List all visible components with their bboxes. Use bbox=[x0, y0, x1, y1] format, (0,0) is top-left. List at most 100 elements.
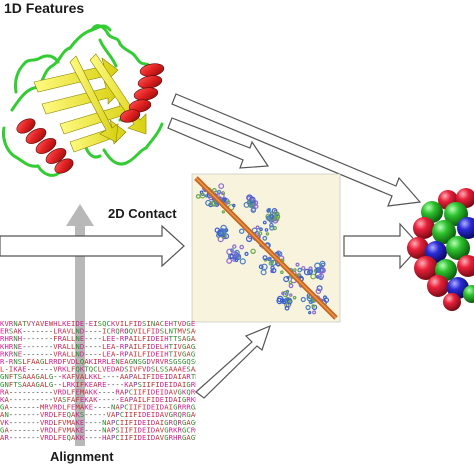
contact-dot bbox=[308, 311, 312, 315]
contact-dot bbox=[217, 189, 222, 194]
contact-dot bbox=[218, 183, 225, 190]
contact-dot bbox=[284, 305, 290, 311]
contact-dot bbox=[283, 276, 290, 283]
alignment-row: KVRNATVYAVEWHLKEIDE-EISQCKVILFIDSINACEHT… bbox=[0, 319, 204, 328]
contact-dot bbox=[303, 268, 311, 276]
contact-dot bbox=[195, 193, 201, 199]
contact-dot bbox=[272, 225, 277, 231]
contact-dot bbox=[284, 297, 289, 302]
contact-dot bbox=[286, 298, 293, 305]
contact-dot bbox=[265, 232, 270, 236]
contact-map-icon bbox=[191, 173, 341, 323]
contact-dot bbox=[277, 251, 283, 257]
arrow-into-contact bbox=[0, 224, 185, 268]
alignment-row: GNFTSAAAGALG--LRKIFKEARE----KAPSIIFIDEID… bbox=[0, 380, 222, 389]
contact-dot bbox=[228, 253, 234, 260]
contact-dot bbox=[245, 235, 253, 242]
contact-dot bbox=[315, 267, 321, 273]
contact-dot bbox=[211, 187, 217, 193]
space-filling-model-icon bbox=[407, 188, 474, 311]
contact-dot bbox=[239, 244, 245, 250]
contact-dot bbox=[244, 251, 249, 256]
contact-dot bbox=[267, 207, 272, 212]
alignment-row: KA----------VASFAFEKAK-----EAPAILFIDEIDA… bbox=[0, 395, 217, 404]
contact-dot bbox=[312, 310, 317, 315]
alignment-row: RHRNH-------FRALLNE----LEE-RPAILFIDEIHTT… bbox=[0, 334, 213, 343]
contact-dot bbox=[288, 280, 293, 285]
contact-dot bbox=[289, 293, 293, 297]
contact-dot bbox=[306, 295, 313, 302]
contact-dot bbox=[238, 228, 245, 234]
contact-dot bbox=[267, 256, 272, 261]
alignment-row: R-RNSLFAAGLRRDFVDLQAKIRRLENEAGNSGDVRVRSG… bbox=[0, 357, 214, 366]
contact-dot bbox=[236, 255, 242, 261]
contact-dot bbox=[221, 197, 227, 203]
alignment-row: RKRNE-------VRALLND----LEA-RPAILFIDEIHTI… bbox=[0, 349, 209, 358]
arrow-alignment-to-contact bbox=[195, 324, 271, 399]
contact-dot bbox=[234, 258, 239, 263]
contact-dot bbox=[323, 295, 328, 300]
contact-dot bbox=[305, 304, 311, 311]
contact-dot bbox=[295, 262, 300, 267]
contact-dot bbox=[301, 266, 306, 271]
contact-dot bbox=[279, 298, 285, 304]
contact-dot bbox=[214, 227, 220, 233]
alignment-row: GA-------MRVRDLFEMAKE----NAPCIIFIDEIDAIG… bbox=[0, 403, 209, 412]
alignment-row: KHRNE-------VRALLND----LEA-RPAILFIDELHTI… bbox=[0, 342, 217, 351]
contact-dot bbox=[266, 216, 272, 222]
contact-dot bbox=[226, 200, 231, 205]
contact-dot bbox=[221, 210, 225, 214]
contact-dot bbox=[249, 196, 256, 203]
alignment-row: L-IKAE------VRKLFQKTQCLVEDADSIVFVDSLSSAA… bbox=[0, 365, 213, 374]
contact-dot bbox=[319, 260, 326, 267]
contact-dot bbox=[264, 228, 269, 232]
alignment-row: ERSAK-------LRAVLND----ICRQROQVILFIDSLNT… bbox=[0, 327, 222, 336]
contact-dot bbox=[274, 213, 281, 220]
alignment-row: GNFTSAAAGALG--KAFVALKKL----AAPALIFIDEIDA… bbox=[0, 372, 218, 381]
contact-dot bbox=[257, 231, 263, 236]
label-2d-contact: 2D Contact bbox=[108, 206, 177, 221]
contact-dot bbox=[219, 231, 224, 236]
contact-dot bbox=[308, 266, 313, 271]
contact-dot bbox=[318, 273, 325, 280]
contact-dot bbox=[293, 268, 297, 272]
contact-dot bbox=[310, 273, 317, 280]
contact-dot bbox=[259, 227, 263, 232]
alignment-row: RA----------VRDLFEMAKK----RAPCIIFIDEIDAV… bbox=[0, 387, 213, 396]
contact-dot bbox=[316, 285, 323, 292]
contact-dot bbox=[271, 267, 277, 274]
contact-dot bbox=[250, 248, 256, 254]
contact-dot bbox=[308, 268, 314, 274]
alignment-row: AR-------VRDLFEQAKK----HAPCIIFIDEIDAVGRH… bbox=[0, 433, 200, 442]
contact-dot bbox=[262, 235, 268, 241]
contact-dot bbox=[316, 268, 320, 272]
contact-dot bbox=[292, 295, 297, 300]
contact-dot bbox=[218, 192, 225, 199]
contact-dot bbox=[300, 296, 306, 303]
contact-dot bbox=[261, 263, 268, 271]
contact-dot bbox=[269, 225, 275, 231]
contact-dot bbox=[258, 264, 264, 270]
contact-dot bbox=[243, 201, 250, 208]
contact-dot bbox=[239, 258, 246, 265]
contact-dot bbox=[255, 225, 260, 230]
contact-dot bbox=[281, 291, 285, 296]
arrow-1d-to-contact bbox=[167, 117, 270, 169]
label-1d-features: 1D Features bbox=[4, 0, 85, 16]
contact-dot bbox=[217, 236, 224, 243]
protein-ribbon-icon bbox=[2, 24, 165, 177]
alignment-row: VK-------VRDLFVMAKE----NAPCIIFIDEIDAIGRQ… bbox=[0, 418, 200, 427]
contact-dot bbox=[315, 288, 322, 295]
contact-dot bbox=[262, 220, 267, 225]
arrow-alignment-to-1d bbox=[66, 204, 94, 446]
alignment-row: AN-------VRDLFEQAKS-----VAPCIIFIDEIDAVGR… bbox=[0, 410, 204, 419]
contact-dot bbox=[280, 270, 284, 275]
contact-dot bbox=[262, 255, 268, 261]
arrow-1d-to-3d bbox=[171, 93, 422, 207]
alignment-row: GA-------VRDLFVMAKE----NAPSIIFIDEIDAVGRK… bbox=[0, 425, 204, 434]
contact-dot bbox=[232, 203, 236, 208]
contact-dot bbox=[232, 244, 237, 249]
contact-dot bbox=[297, 267, 303, 273]
arrow-contact-to-3d bbox=[343, 222, 421, 270]
